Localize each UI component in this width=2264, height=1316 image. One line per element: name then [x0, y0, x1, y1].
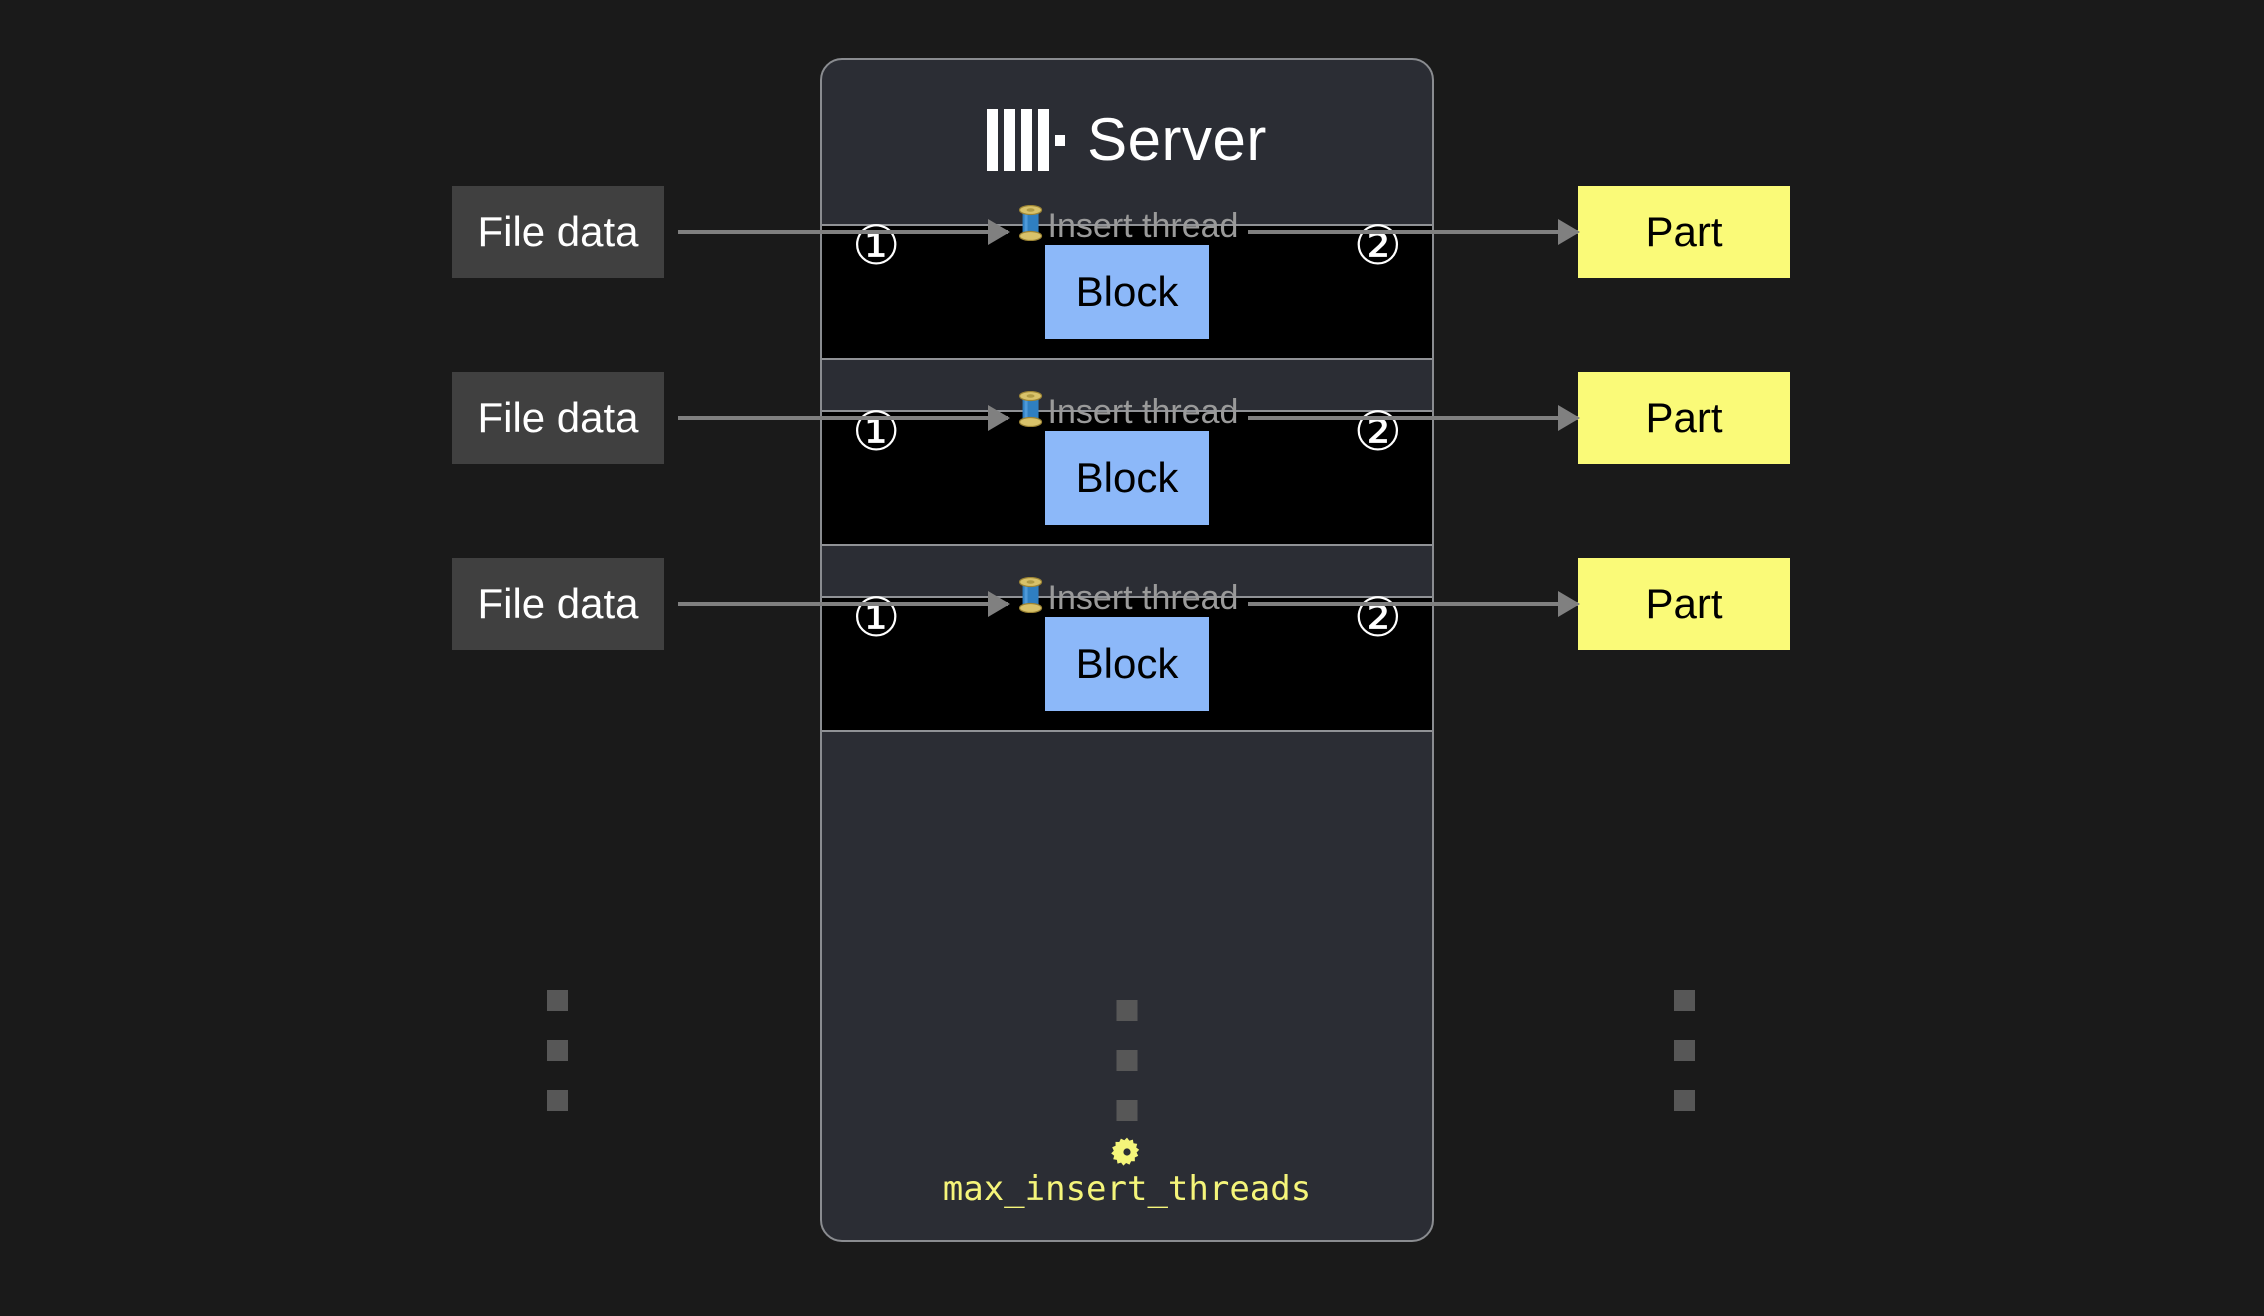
arrow-block-to-part — [1248, 602, 1578, 606]
insert-thread-label: Insert thread — [1047, 579, 1239, 617]
insert-thread-row: Insert thread ① Block ② — [822, 390, 1432, 546]
insert-thread-row: Insert thread ① Block ② — [822, 204, 1432, 360]
setting-group: max_insert_threads — [822, 1136, 1432, 1206]
step-number-in: ① — [852, 402, 901, 462]
ellipsis-square — [1674, 1040, 1695, 1061]
arrow-block-to-part — [1248, 230, 1578, 234]
block-box: Block — [1045, 245, 1209, 339]
part-column-ellipsis — [1674, 990, 1695, 1111]
thread-spool-icon — [1016, 204, 1046, 247]
server-header: Server — [822, 60, 1432, 220]
step-number-out: ② — [1353, 402, 1402, 462]
ellipsis-square — [547, 990, 568, 1011]
insert-thread-label-group: Insert thread — [1016, 390, 1239, 433]
ellipsis-square — [1674, 990, 1695, 1011]
thread-spool-icon — [1016, 390, 1046, 433]
insert-thread-label: Insert thread — [1047, 393, 1239, 431]
page-title: Server — [1087, 106, 1267, 173]
ellipsis-square — [1116, 1000, 1138, 1021]
file-data-box: File data — [452, 558, 664, 650]
thread-spool-icon — [1016, 576, 1046, 619]
arrow-file-to-block — [678, 602, 1008, 606]
insert-thread-label-group: Insert thread — [1016, 576, 1239, 619]
file-data-box: File data — [452, 186, 664, 278]
part-box: Part — [1578, 186, 1790, 278]
part-box: Part — [1578, 558, 1790, 650]
arrow-file-to-block — [678, 416, 1008, 420]
ellipsis-square — [547, 1090, 568, 1111]
server-panel: Server Insert thread ① — [820, 58, 1434, 1242]
step-number-in: ① — [852, 216, 901, 276]
arrow-block-to-part — [1248, 416, 1578, 420]
step-number-in: ① — [852, 588, 901, 648]
ellipsis-square — [1116, 1100, 1138, 1121]
gear-icon — [1111, 1137, 1140, 1166]
ellipsis-square — [547, 1040, 568, 1061]
insert-thread-row: Insert thread ① Block ② — [822, 576, 1432, 732]
clickhouse-logo-icon — [987, 109, 1066, 171]
block-box: Block — [1045, 431, 1209, 525]
block-box: Block — [1045, 617, 1209, 711]
arrow-file-to-block — [678, 230, 1008, 234]
step-number-out: ② — [1353, 216, 1402, 276]
block-column-ellipsis — [1116, 1000, 1138, 1121]
step-number-out: ② — [1353, 588, 1402, 648]
setting-name: max_insert_threads — [942, 1169, 1312, 1209]
part-box: Part — [1578, 372, 1790, 464]
file-data-box: File data — [452, 372, 664, 464]
ellipsis-square — [1116, 1050, 1138, 1071]
ellipsis-square — [1674, 1090, 1695, 1111]
insert-thread-label: Insert thread — [1047, 207, 1239, 245]
file-data-column-ellipsis — [547, 990, 568, 1111]
insert-thread-label-group: Insert thread — [1016, 204, 1239, 247]
